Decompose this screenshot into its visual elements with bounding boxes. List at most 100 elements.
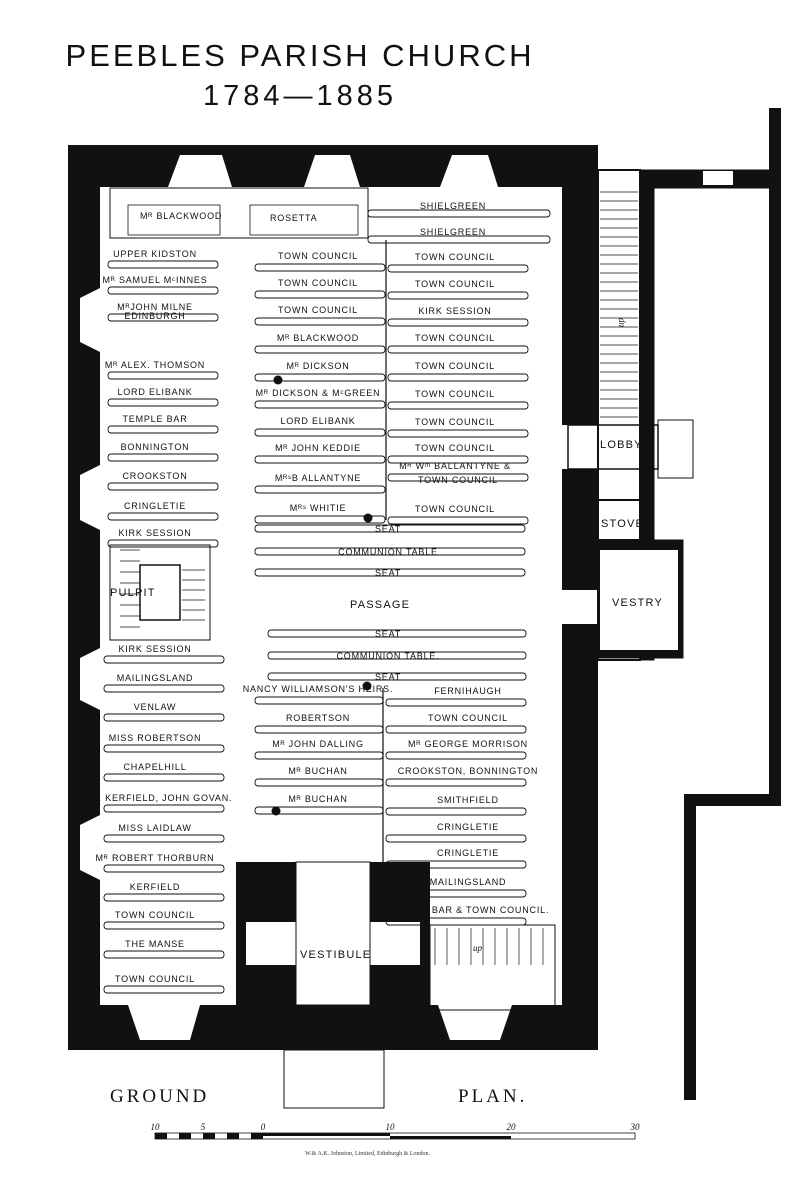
pew-label: SHIELGREEN (420, 201, 486, 211)
pew-label: TOWN COUNCIL (415, 279, 495, 289)
pew-label: Mᴿ SAMUEL MᶜINNES (102, 275, 207, 285)
pew-bench (387, 318, 529, 327)
annex-window (703, 171, 733, 185)
pew-bench (254, 696, 384, 705)
pew-label: Mᴿ DICKSON (286, 361, 349, 371)
pew-bench (254, 485, 386, 494)
scale-segment (179, 1133, 191, 1139)
pew-label: Mᴿ ALEX. THOMSON (105, 360, 205, 370)
pew-label: TOWN COUNCIL (418, 475, 498, 485)
vestibule-area (283, 861, 556, 1109)
north-window (304, 155, 360, 187)
pew-bench (387, 291, 529, 300)
pew-label: TOWN COUNCIL (278, 305, 358, 315)
pew-label: SEAT (375, 629, 401, 639)
pew-label: TOWN COUNCIL (415, 417, 495, 427)
pew-bench (107, 425, 219, 434)
scale-tick-label: 5 (201, 1122, 206, 1132)
pew-bench (385, 725, 527, 734)
room-label-lobby: LOBBY (600, 439, 643, 451)
scale-segment (203, 1133, 215, 1139)
pulpit-area (109, 544, 211, 641)
pew-bench (103, 773, 225, 782)
pew-label: TOWN COUNCIL (415, 361, 495, 371)
west-wall (68, 145, 100, 1050)
pew-bench (385, 834, 527, 843)
pew-bench (387, 455, 529, 464)
pew-label: Mᴿ ROBERT THORBURN (96, 853, 215, 863)
pew-label: VENLAW (134, 702, 176, 712)
pew-label: COMMUNION TABLE. (337, 651, 440, 661)
pew-label: Mᴿ JOHN KEDDIE (275, 443, 361, 453)
pew-label: Mᴿ GEORGE MORRISON (408, 739, 528, 749)
pew-bench (254, 515, 386, 524)
pew-label: TOWN COUNCIL (278, 251, 358, 261)
pew-bench (387, 373, 529, 382)
pew-label: KIRK SESSION (418, 306, 491, 316)
vestry-floor (600, 550, 678, 650)
pew-bench (387, 345, 529, 354)
pew-label: UPPER KIDSTON (113, 249, 197, 259)
pew-bench (254, 455, 386, 464)
south-window (438, 1005, 512, 1040)
pew-label: KIRK SESSION (118, 644, 191, 654)
pulpit-stairs (120, 549, 205, 628)
pew-bench (254, 290, 386, 299)
vestibule-wall (236, 922, 246, 965)
pew-bench (107, 482, 219, 491)
pew-bench (385, 698, 527, 707)
scale-segment (263, 1133, 390, 1136)
pew-bench (107, 398, 219, 407)
pew-label: SEAT (375, 524, 401, 534)
marker-dot (363, 513, 373, 523)
pew-label: TOWN COUNCIL (415, 333, 495, 343)
south-window (128, 1005, 200, 1040)
pew-label: Mᴿ Wᵐ BALLANTYNE & (399, 461, 511, 471)
pew-label: TEMPEE BAR & TOWN COUNCIL. (387, 905, 550, 915)
vestibule-room (295, 861, 371, 1006)
vestibule-pier (236, 965, 296, 1010)
marker-dot (271, 806, 281, 816)
pew-bench (103, 864, 225, 873)
plan-label-ground: GROUND (110, 1086, 209, 1107)
vestibule-pier (370, 965, 430, 1010)
pew-label: TOWN COUNCIL (415, 443, 495, 453)
pew-label: TOWN COUNCIL (115, 910, 195, 920)
west-window (80, 288, 100, 352)
pew-label: MISS LAIDLAW (118, 823, 191, 833)
scale-tick-label: 0 (261, 1122, 266, 1132)
pew-bench (107, 453, 219, 462)
vestibule-pier (370, 862, 430, 922)
north-window (440, 155, 498, 187)
pew-label: CRINGLETIE (124, 501, 186, 511)
east-annex (567, 108, 781, 1100)
pew-label: CHAPELHILL (123, 762, 186, 772)
pew-bench (107, 260, 219, 269)
pew-bench (254, 725, 384, 734)
pew-label: FERNIHAUGH (434, 686, 502, 696)
pew-label: CRINGLETIE (437, 822, 499, 832)
pew-label: CRINGLETIE (437, 848, 499, 858)
pew-bench (387, 473, 529, 482)
boundary-wall (684, 108, 781, 1100)
stair-down (600, 191, 638, 418)
pew-bench (387, 264, 529, 273)
pew-label: Mᴿˢ WHITIE (290, 503, 347, 513)
pew-bench (254, 345, 386, 354)
pew-label: MAILINGSLAND (430, 877, 507, 887)
room-label-vestibule: VESTIBULE (300, 949, 371, 961)
pew-bench (103, 950, 225, 959)
scale-segment (155, 1133, 167, 1139)
vestibule-pier (236, 862, 296, 922)
publisher-credit: W.& A.K. Johnston, Limited, Edinburgh & … (305, 1151, 431, 1157)
pew-markers (271, 375, 373, 816)
pew-bench (367, 209, 551, 218)
pew-bench (107, 539, 219, 548)
pew-label: Mᴿ BLACKWOOD (140, 211, 222, 221)
stove-room (597, 499, 647, 541)
box-pew (127, 204, 221, 236)
pew-label: MAILINGSLAND (117, 673, 194, 683)
pew-label: Mᴿ BUCHAN (288, 766, 347, 776)
pew-bench (103, 921, 225, 930)
pew-bench (267, 651, 527, 660)
